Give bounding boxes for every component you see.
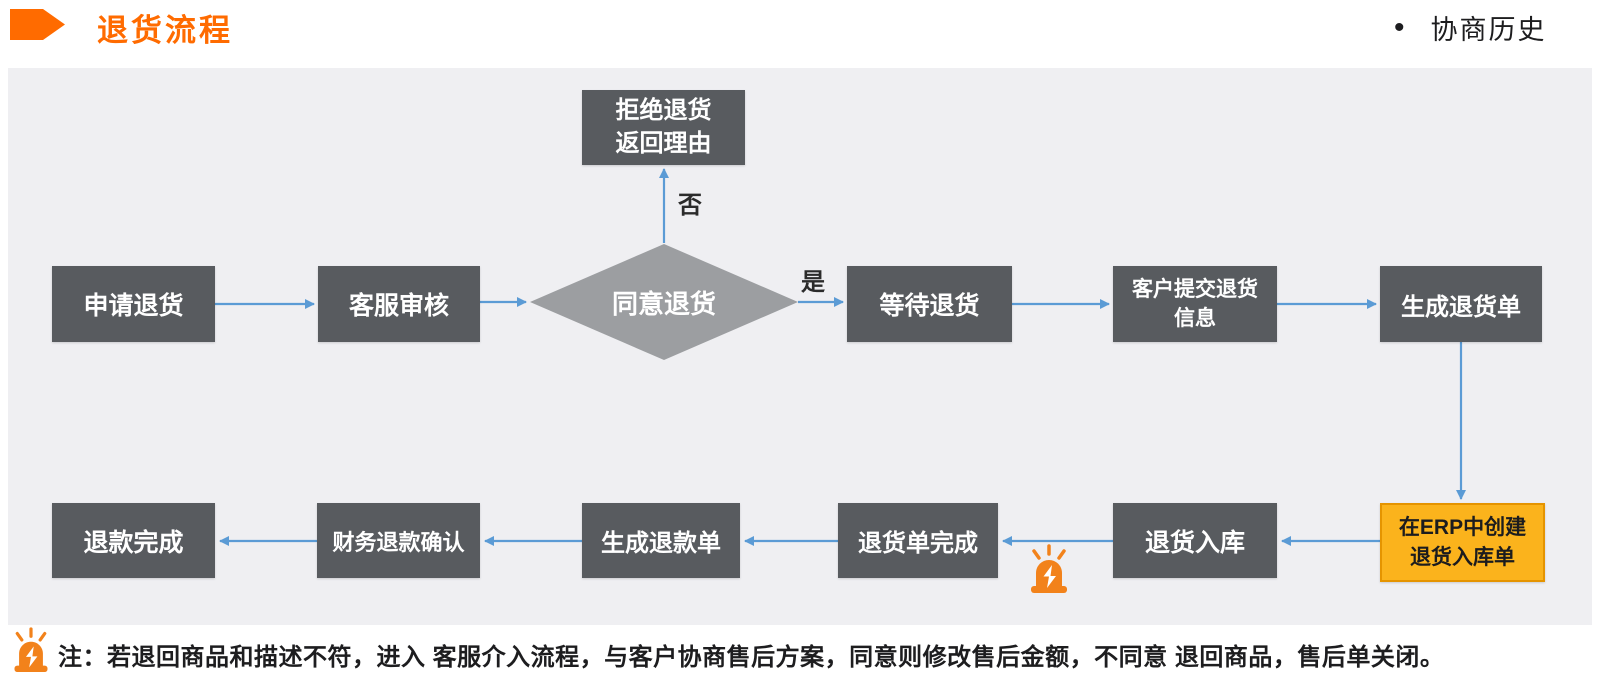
node-label: 退货入库 [1144,528,1245,557]
node-label: 财务退款确认 [332,529,465,555]
title-arrow-icon [10,9,65,40]
node-label: 返回理由 [615,129,712,157]
node-label: 同意退货 [611,288,716,319]
node-label: 退货入库单 [1410,545,1515,569]
node-generate-refund-order: 生成退款单 [582,503,740,578]
legend: • 协商历史 [1394,8,1547,47]
node-label: 拒绝退货 [615,97,712,125]
node-label: 生成退货单 [1401,293,1521,321]
node-return-inbound: 退货入库 [1113,503,1277,578]
edge-label-yes: 是 [801,269,825,296]
node-label: 客服审核 [348,292,449,320]
node-customer-submit-info: 客户提交退货 信息 [1113,266,1277,342]
edge-label-no: 否 [678,192,702,219]
node-label: 在ERP中创建 [1398,516,1527,540]
node-return-order-complete: 退货单完成 [838,503,998,578]
flowchart-canvas [8,68,1592,625]
node-label: 退款完成 [83,528,184,557]
note-text: 注：若退回商品和描述不符，进入 客服介入流程，与客户协商售后方案，同意则修改售后… [58,644,1445,671]
node-label: 申请退货 [83,292,184,320]
node-service-review: 客服审核 [318,266,480,342]
node-label: 生成退款单 [601,530,721,557]
node-reject-return: 拒绝退货 返回理由 [582,90,745,165]
node-label: 客户提交退货 [1132,277,1258,301]
node-label: 信息 [1174,307,1216,330]
node-generate-return-order: 生成退货单 [1380,266,1542,342]
node-finance-refund-confirm: 财务退款确认 [317,503,480,578]
bullet-icon: • [1394,10,1405,44]
node-erp-create-inbound-order: 在ERP中创建 退货入库单 [1380,503,1545,582]
node-refund-complete: 退款完成 [52,503,215,578]
siren-icon [1031,544,1067,593]
node-wait-return: 等待退货 [847,266,1012,342]
node-label: 退货单完成 [858,530,978,557]
node-apply-return: 申请退货 [52,266,215,342]
node-label: 等待退货 [879,292,980,320]
siren-icon [14,627,48,672]
page-title: 退货流程 [97,13,233,48]
legend-label: 协商历史 [1430,15,1547,45]
